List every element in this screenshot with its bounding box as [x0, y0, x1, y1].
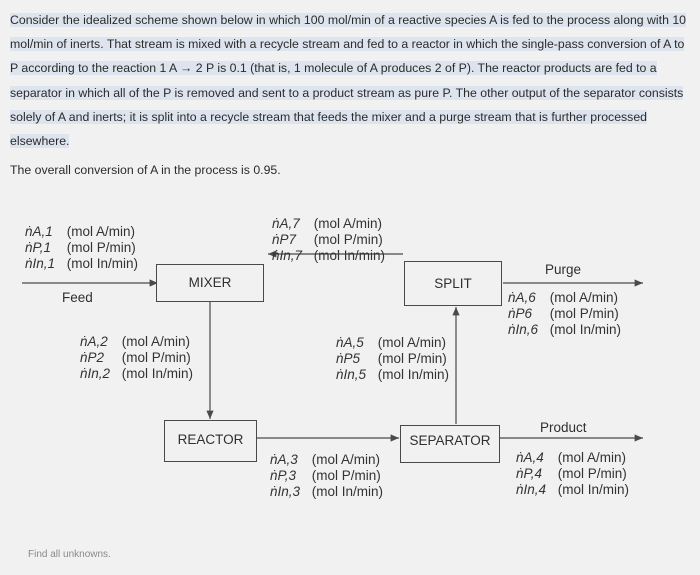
flow-lines — [22, 250, 643, 442]
stream-3-row: ṅIn,3 (mol In/min) — [270, 484, 384, 499]
stream-6-row: ṅP6 (mol P/min) — [508, 306, 619, 321]
separator-box: SEPARATOR — [400, 425, 500, 463]
stream-7-row: ṅIn,7 (mol In/min) — [272, 248, 386, 263]
stream-5-row: ṅA,5 (mol A/min) — [336, 335, 447, 350]
problem-text: Consider the idealized scheme shown belo… — [10, 13, 687, 149]
stream-4-row: ṅA,4 (mol A/min) — [516, 450, 627, 465]
stream-5-row: ṅIn,5 (mol In/min) — [336, 367, 450, 382]
stream-1-row: ṅP,1 (mol P/min) — [25, 240, 136, 255]
stream-4-list: ṅA,4 (mol A/min) ṅP,4 (mol P/min) ṅIn,4 … — [516, 450, 629, 498]
purge-label: Purge — [545, 262, 582, 277]
stream-3-list: ṅA,3 (mol A/min) ṅP,3 (mol P/min) ṅIn,3 … — [270, 452, 383, 500]
reactor-box: REACTOR — [164, 420, 257, 462]
split-box: SPLIT — [404, 261, 502, 306]
product-label: Product — [540, 420, 587, 435]
stream-3-row: ṅA,3 (mol A/min) — [270, 452, 381, 467]
stream-2-row: ṅP2 (mol P/min) — [80, 350, 191, 365]
stream-1-list: ṅA,1 (mol A/min) ṅP,1 (mol P/min) ṅIn,1 … — [25, 224, 138, 272]
stream-6-row: ṅA,6 (mol A/min) — [508, 290, 619, 305]
mixer-box: MIXER — [156, 264, 264, 302]
process-flow-diagram: MIXER SPLIT REACTOR SEPARATOR Feed Purge… — [0, 190, 700, 575]
stream-1-row: ṅIn,1 (mol In/min) — [25, 256, 139, 271]
problem-statement: Consider the idealized scheme shown belo… — [10, 8, 692, 153]
stream-4-row: ṅP,4 (mol P/min) — [516, 466, 627, 481]
stream-5-row: ṅP5 (mol P/min) — [336, 351, 447, 366]
stream-1-row: ṅA,1 (mol A/min) — [25, 224, 136, 239]
stream-2-row: ṅA,2 (mol A/min) — [80, 334, 191, 349]
stream-7-list: ṅA,7 (mol A/min) ṅP7 (mol P/min) ṅIn,7 (… — [272, 216, 385, 264]
reactor-label: REACTOR — [177, 432, 244, 447]
separator-label: SEPARATOR — [409, 433, 491, 448]
mixer-label: MIXER — [188, 275, 232, 290]
stream-7-row: ṅA,7 (mol A/min) — [272, 216, 383, 231]
stream-7-row: ṅP7 (mol P/min) — [272, 232, 383, 247]
stream-4-row: ṅIn,4 (mol In/min) — [516, 482, 630, 497]
overall-conversion-text: The overall conversion of A in the proce… — [10, 163, 281, 177]
feed-label: Feed — [62, 290, 93, 305]
stream-6-list: ṅA,6 (mol A/min) ṅP6 (mol P/min) ṅIn,6 (… — [508, 290, 621, 338]
stream-2-list: ṅA,2 (mol A/min) ṅP2 (mol P/min) ṅIn,2 (… — [80, 334, 193, 382]
stream-2-row: ṅIn,2 (mol In/min) — [80, 366, 194, 381]
stream-3-row: ṅP,3 (mol P/min) — [270, 468, 381, 483]
stream-5-list: ṅA,5 (mol A/min) ṅP5 (mol P/min) ṅIn,5 (… — [336, 335, 449, 383]
split-label: SPLIT — [434, 276, 472, 291]
stream-6-row: ṅIn,6 (mol In/min) — [508, 322, 622, 337]
footer-text: Find all unknowns. — [28, 549, 111, 560]
